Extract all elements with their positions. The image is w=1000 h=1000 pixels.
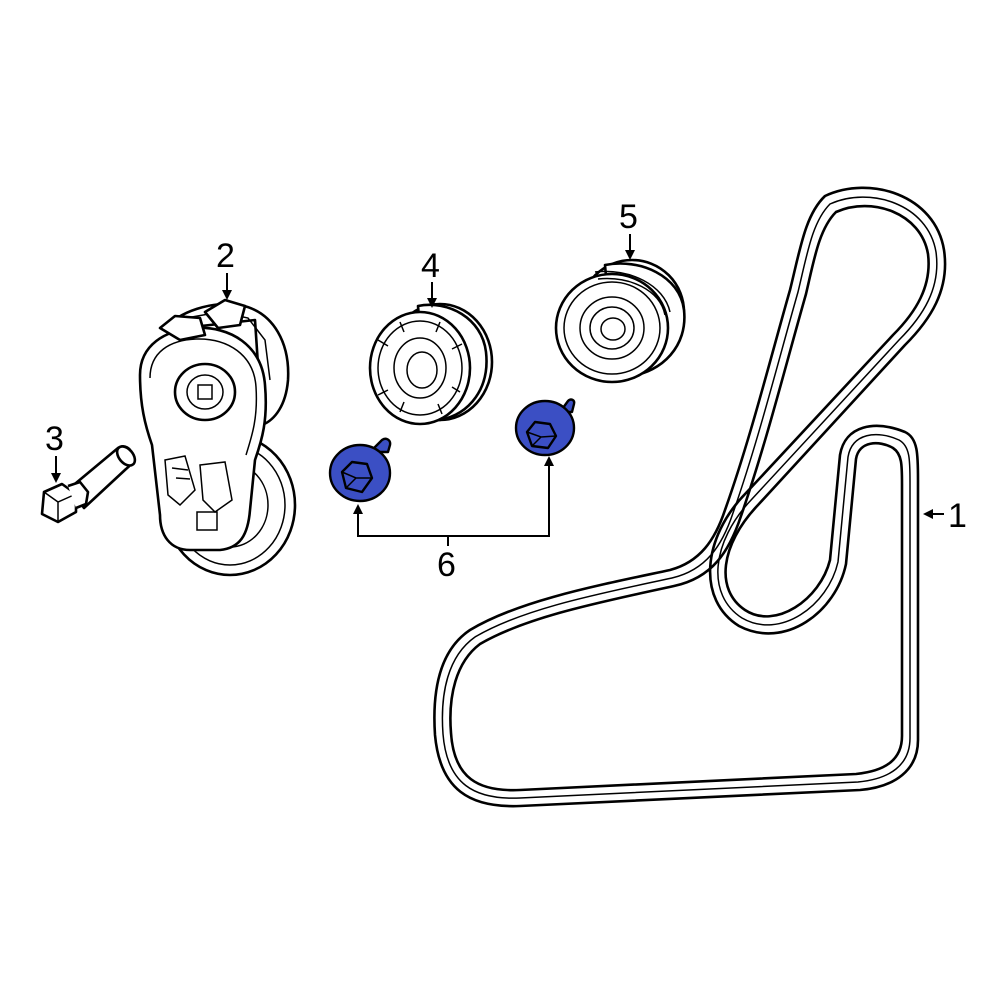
serpentine-belt-icon[interactable] xyxy=(433,186,947,808)
pulley-bolt-icon[interactable] xyxy=(514,398,576,457)
callout-1-group: 1 xyxy=(923,497,967,535)
idler-pulley-icon[interactable] xyxy=(368,302,494,426)
callout-4-group: 4 xyxy=(421,247,440,308)
callout-5-label: 5 xyxy=(619,198,638,236)
callout-2-label: 2 xyxy=(216,237,235,275)
callout-1-label: 1 xyxy=(948,497,967,535)
callout-3-group: 3 xyxy=(45,420,64,483)
callout-2-group: 2 xyxy=(216,237,235,300)
belt-tensioner-icon[interactable] xyxy=(138,298,297,577)
pulley-bolt-icon[interactable] xyxy=(328,437,392,503)
callout-6-label: 6 xyxy=(437,546,456,584)
callout-6-group: 6 xyxy=(353,456,554,584)
callout-6-leader xyxy=(357,460,550,537)
callout-4-label: 4 xyxy=(421,247,440,285)
idler-pulley-icon[interactable] xyxy=(554,258,686,384)
callout-5-group: 5 xyxy=(619,198,638,260)
callout-3-label: 3 xyxy=(45,420,64,458)
tensioner-bolt-icon[interactable] xyxy=(40,443,138,524)
